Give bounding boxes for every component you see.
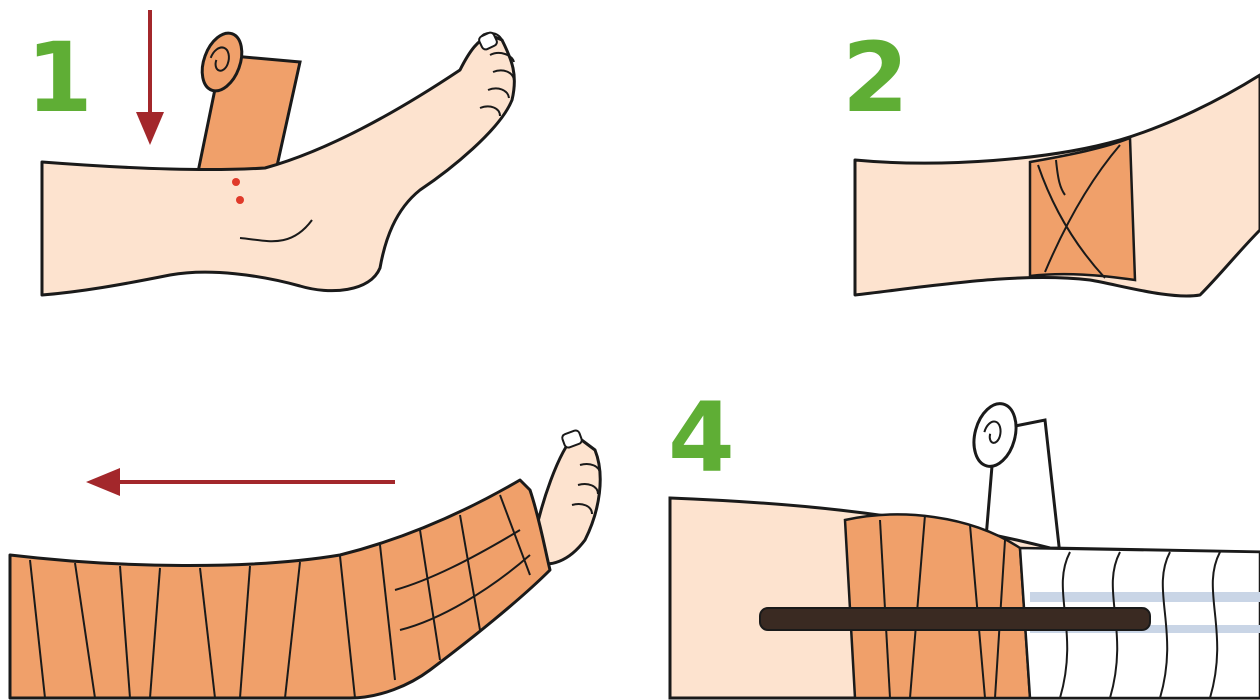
step-2-panel: 2	[820, 0, 1260, 330]
elastic-bandage-icon	[10, 480, 550, 698]
arrow-left-icon	[86, 468, 395, 496]
step-1-panel: 1	[0, 0, 600, 330]
elastic-bandage-icon	[1030, 138, 1135, 280]
step-1-illustration	[0, 0, 600, 330]
arrow-down-icon	[136, 10, 164, 145]
bite-mark-icon	[236, 196, 244, 204]
step-4-panel: 4	[650, 380, 1260, 700]
step-3-panel	[0, 380, 620, 700]
step-4-illustration	[650, 380, 1260, 700]
step-3-illustration	[0, 380, 620, 700]
step-2-illustration	[820, 0, 1260, 330]
bandage-roll-icon	[195, 28, 300, 175]
splint-icon	[760, 608, 1150, 630]
bite-mark-icon	[232, 178, 240, 186]
elastic-bandage-icon	[845, 515, 1030, 698]
